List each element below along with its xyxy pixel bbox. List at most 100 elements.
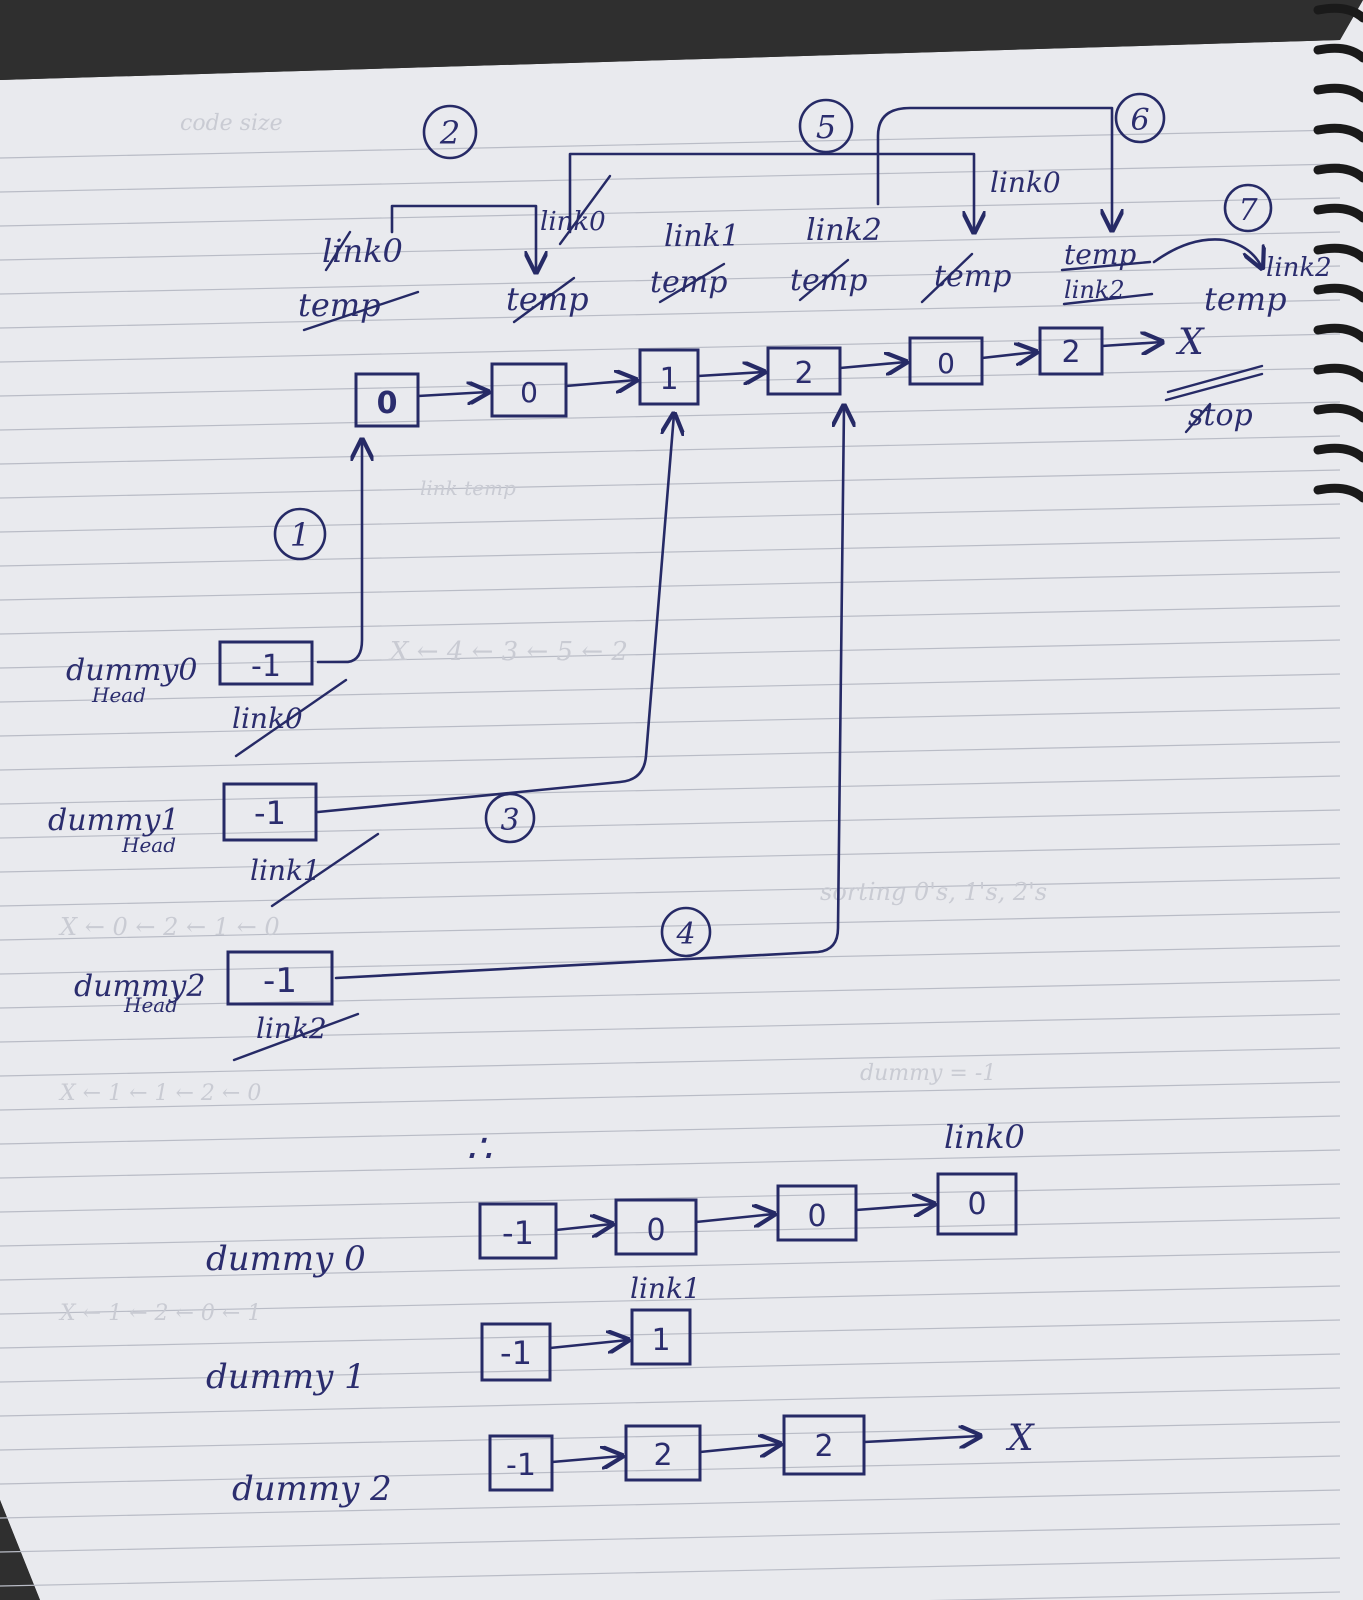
ruled-line xyxy=(0,843,1341,873)
list-node-box xyxy=(766,346,842,396)
step-number: 3 xyxy=(500,803,519,838)
ruled-line xyxy=(0,1047,1341,1077)
ruled-line xyxy=(0,1149,1341,1179)
label-link1: link1 xyxy=(664,219,740,254)
step-number: 6 xyxy=(1130,103,1149,138)
list-node-box xyxy=(908,336,984,386)
result-node-value: 2 xyxy=(814,1429,833,1464)
label-link2: link2 xyxy=(1266,253,1332,283)
label-temp: temp xyxy=(934,259,1011,294)
list-node-value: 0 xyxy=(937,347,955,380)
result-node-value: -1 xyxy=(506,1448,536,1483)
svg-text:X ← 1 ← 1 ← 2 ← 0: X ← 1 ← 1 ← 2 ← 0 xyxy=(58,1081,261,1106)
ruled-line xyxy=(0,129,1341,159)
list-node-value: 0 xyxy=(377,386,398,421)
label-temp: temp xyxy=(650,265,727,300)
list-node-value: 2 xyxy=(1061,335,1080,370)
label-temp: temp xyxy=(1204,280,1287,318)
ruled-line xyxy=(0,163,1341,193)
spiral-ring xyxy=(1313,243,1363,263)
result-node-box xyxy=(776,1184,858,1242)
svg-text:sorting 0's, 1's, 2's: sorting 0's, 1's, 2's xyxy=(820,878,1047,906)
svg-text:X ← 4 ← 3 ← 5 ← 2: X ← 4 ← 3 ← 5 ← 2 xyxy=(388,637,628,667)
svg-text:X ← 1 ← 2 ← 0 ← 1: X ← 1 ← 2 ← 0 ← 1 xyxy=(58,1301,261,1326)
result-label: dummy 0 xyxy=(206,1239,366,1279)
dummy-sub: Head xyxy=(123,993,178,1017)
spiral-binding xyxy=(1313,3,1363,503)
result-node-value: 1 xyxy=(651,1323,670,1358)
result-node-value: 0 xyxy=(967,1187,986,1222)
result-node-box xyxy=(936,1172,1018,1236)
ruled-line xyxy=(0,707,1341,737)
spiral-ring xyxy=(1313,43,1363,63)
label-link0: link0 xyxy=(322,232,403,270)
pointer-labels: link0 temp link0 temp link1 temp link2 t… xyxy=(298,166,1332,332)
result-node-box xyxy=(630,1308,692,1366)
dummy-node-box xyxy=(218,640,314,686)
spiral-ring xyxy=(1313,83,1363,103)
ruled-line xyxy=(0,1455,1341,1485)
dummy-node-value: -1 xyxy=(263,961,297,1001)
svg-text:code size: code size xyxy=(180,111,283,136)
ruled-line xyxy=(0,1387,1341,1417)
spiral-ring xyxy=(1313,483,1363,503)
spiral-ring xyxy=(1313,403,1363,423)
step-number: 5 xyxy=(816,108,836,146)
list-node-value: 2 xyxy=(794,356,813,391)
ruled-line xyxy=(0,367,1341,397)
spiral-ring xyxy=(1313,123,1363,143)
ruled-line xyxy=(0,537,1341,567)
spiral-ring xyxy=(1313,3,1363,23)
label-temp: temp xyxy=(790,263,867,298)
movement-arrows xyxy=(316,106,1262,980)
tail-label: link0 xyxy=(944,1118,1025,1156)
dummy-sub: Head xyxy=(121,833,176,857)
ruled-line xyxy=(0,1489,1341,1519)
dummy-node-value: -1 xyxy=(254,794,286,832)
dummy-name: dummy2 xyxy=(74,969,205,1004)
ruled-line xyxy=(0,1115,1341,1145)
result-node-value: 0 xyxy=(646,1213,665,1248)
ruled-line xyxy=(0,503,1341,533)
dummy-heads: dummy0 Head -1 link0 dummy1 Head -1 link… xyxy=(48,640,380,1062)
spiral-ring xyxy=(1313,363,1363,383)
result-label: dummy 2 xyxy=(232,1469,392,1509)
list-node-value: 0 xyxy=(520,376,538,409)
therefore-symbol: ∴ xyxy=(466,1126,492,1172)
stop-label: stop xyxy=(1188,398,1253,433)
ruled-line xyxy=(0,1319,1341,1349)
ruled-line xyxy=(0,1081,1341,1111)
result-node-value: 0 xyxy=(807,1199,826,1234)
dummy-node-box xyxy=(226,950,334,1006)
ruled-line xyxy=(0,571,1341,601)
svg-text:link temp: link temp xyxy=(420,476,516,500)
null-end-x: X xyxy=(1005,1418,1035,1459)
tail-label: link1 xyxy=(630,1272,701,1305)
result-label: dummy 1 xyxy=(206,1357,366,1397)
dummy-node-box xyxy=(222,782,318,842)
ruled-line xyxy=(0,231,1341,261)
step-number: 2 xyxy=(439,114,460,152)
list-node-box xyxy=(490,362,568,418)
step-number: 1 xyxy=(290,516,310,554)
label-link0: link0 xyxy=(540,207,606,237)
ruled-line xyxy=(0,673,1341,703)
spiral-ring xyxy=(1313,203,1363,223)
label-link2: link2 xyxy=(806,213,882,248)
result-node-box xyxy=(614,1198,698,1256)
ruled-line xyxy=(0,1421,1341,1451)
ruled-line xyxy=(0,1353,1341,1383)
show-through-marks: code size link temp X ← 4 ← 3 ← 5 ← 2 X … xyxy=(58,111,1047,1326)
ruled-line xyxy=(0,741,1341,771)
ruled-line xyxy=(0,1183,1341,1213)
null-end-x: X xyxy=(1175,322,1205,363)
ruled-line xyxy=(0,1285,1341,1315)
dummy-node-value: -1 xyxy=(251,649,281,684)
ruled-line xyxy=(0,911,1341,941)
step-number: 4 xyxy=(675,917,695,952)
spiral-ring xyxy=(1313,323,1363,343)
ruled-line xyxy=(0,265,1341,295)
ruled-line xyxy=(0,639,1341,669)
